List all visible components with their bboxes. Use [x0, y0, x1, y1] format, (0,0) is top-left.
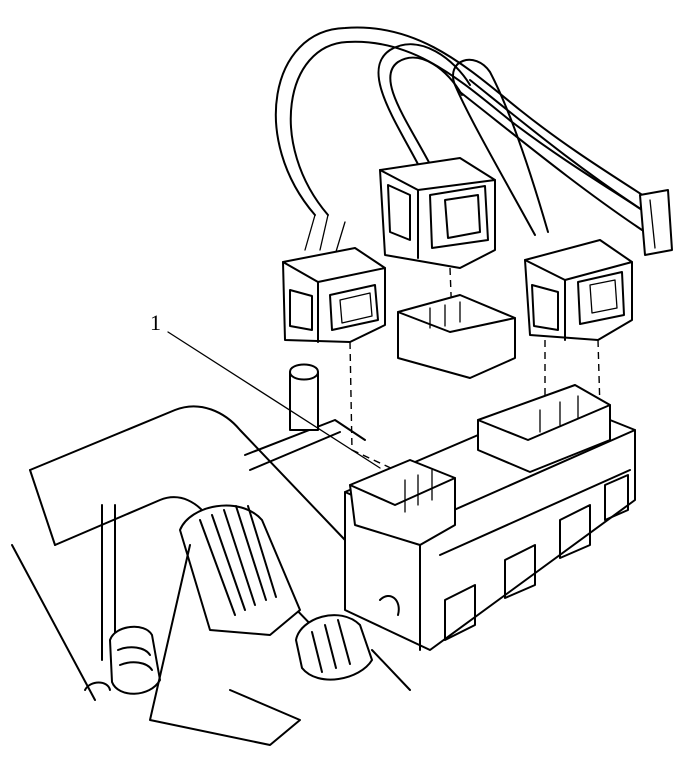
- junction-block: [344, 294, 636, 651]
- clip-pin: [84, 625, 161, 695]
- callout-1: 1: [150, 310, 381, 469]
- connector-plug-middle: [379, 157, 496, 269]
- connector-plug-right: [524, 239, 633, 341]
- connector-plug-left: [282, 214, 386, 343]
- wiring-harness: [274, 26, 673, 256]
- threaded-switch: [149, 504, 411, 746]
- callout-1-label: 1: [150, 310, 161, 335]
- callout-1-leader: [167, 331, 381, 469]
- pedal-bracket: [11, 363, 366, 701]
